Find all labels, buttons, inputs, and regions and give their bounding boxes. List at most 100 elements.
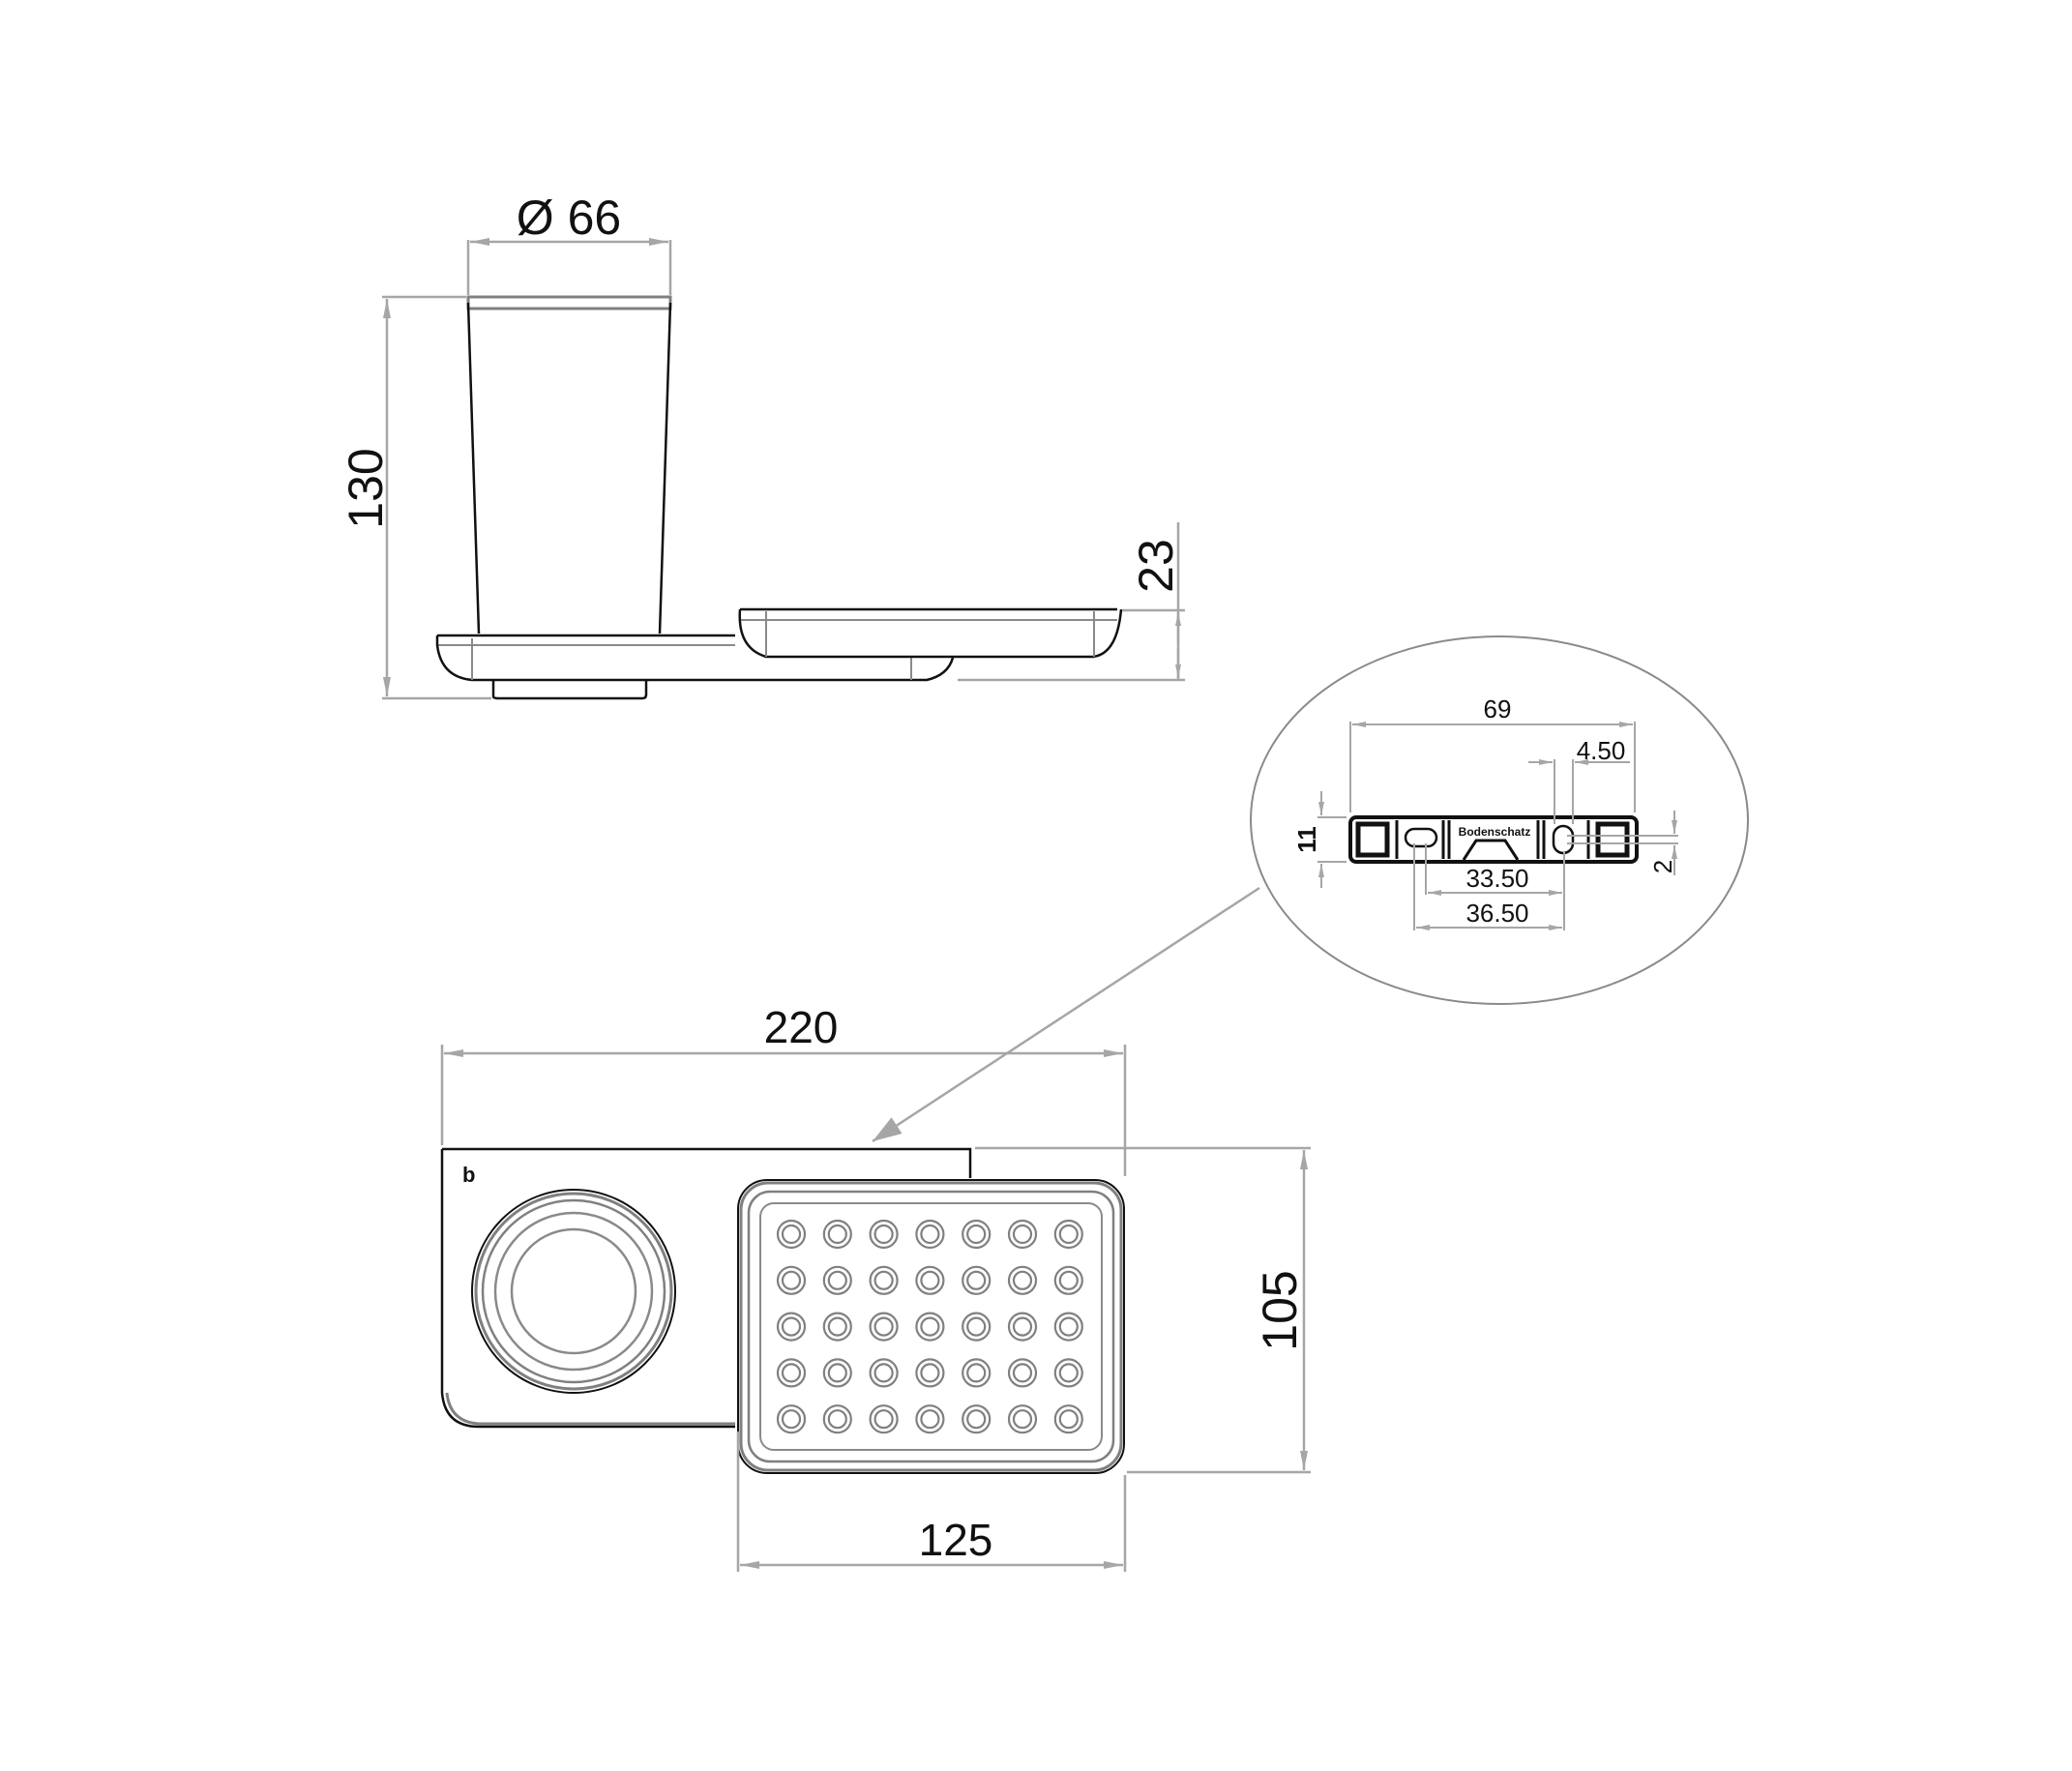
- dimension-hole-spacing: 33.50 36.50: [1413, 843, 1565, 930]
- drain-hole-icon: [1058, 1409, 1079, 1430]
- drain-hole-icon: [776, 1219, 807, 1250]
- drain-hole-icon: [1053, 1358, 1083, 1388]
- soap-dish-side-outline: [738, 607, 1123, 659]
- drain-hole-icon: [781, 1363, 802, 1383]
- top-view: b 220 105: [440, 1002, 1311, 1572]
- drain-hole-icon: [822, 1265, 852, 1295]
- drain-hole-icon: [966, 1363, 987, 1383]
- drain-hole-icon: [920, 1316, 940, 1337]
- drain-hole-icon: [966, 1224, 987, 1245]
- drain-hole-icon: [827, 1409, 847, 1430]
- dimension-dish-height: 23: [958, 522, 1185, 682]
- drain-hole-icon: [781, 1409, 802, 1430]
- drain-hole-icon: [827, 1316, 847, 1337]
- dimension-label-depth: 105: [1253, 1270, 1307, 1350]
- drain-hole-icon: [966, 1270, 987, 1290]
- mounting-bracket: Bodenschatz: [1348, 815, 1639, 864]
- drain-hole-icon: [1007, 1265, 1038, 1295]
- drain-hole-icon: [1053, 1265, 1083, 1295]
- drain-hole-icon: [1007, 1312, 1038, 1342]
- detail-callout-ellipse: [1250, 635, 1749, 1005]
- drain-hole-icon: [1012, 1409, 1033, 1430]
- drain-hole-icon: [776, 1358, 807, 1388]
- dimension-bracket-height: 11: [1292, 791, 1347, 888]
- drain-hole-icon: [873, 1363, 894, 1383]
- drain-hole-icon: [781, 1316, 802, 1337]
- drain-hole-icon: [1012, 1270, 1033, 1290]
- drain-hole-icon: [781, 1270, 802, 1290]
- drain-hole-icon: [822, 1358, 852, 1388]
- brand-logo-icon: b: [462, 1163, 475, 1187]
- drain-hole-icon: [962, 1312, 992, 1342]
- tumbler-outline: [466, 295, 672, 635]
- base-plate-outline: [435, 634, 955, 700]
- drain-hole-icon: [873, 1409, 894, 1430]
- dimension-label-slot: 2: [1648, 860, 1677, 873]
- drain-hole-icon: [873, 1270, 894, 1290]
- drain-hole-icon: [962, 1404, 992, 1434]
- drain-hole-icon: [776, 1265, 807, 1295]
- drain-hole-icon: [1007, 1358, 1038, 1388]
- oval-slot-horizontal: [1404, 827, 1438, 848]
- drain-hole-icon: [920, 1270, 940, 1290]
- dimension-height: 130: [339, 295, 491, 700]
- dimension-offset: 4.50: [1528, 736, 1630, 824]
- soap-dish: [737, 1179, 1125, 1474]
- drain-hole-icon: [873, 1224, 894, 1245]
- drain-hole-icon: [915, 1358, 945, 1388]
- drain-hole-icon: [920, 1409, 940, 1430]
- drain-hole-icon: [915, 1265, 945, 1295]
- drain-hole-icon: [920, 1224, 940, 1245]
- drain-hole-icon: [873, 1316, 894, 1337]
- dimension-overall-width: 220: [440, 1002, 1127, 1176]
- drain-hole-icon: [920, 1363, 940, 1383]
- drain-hole-icon: [827, 1270, 847, 1290]
- dimension-depth: 105: [975, 1146, 1311, 1474]
- drain-hole-icon: [776, 1312, 807, 1342]
- drain-hole-icon: [869, 1265, 899, 1295]
- drain-hole-icon: [776, 1404, 807, 1434]
- drain-hole-icon: [781, 1224, 802, 1245]
- drain-hole-grid: [776, 1219, 1083, 1434]
- dimension-label-hole-spacing-inner: 33.50: [1465, 864, 1528, 893]
- drain-hole-icon: [822, 1404, 852, 1434]
- drain-hole-icon: [869, 1219, 899, 1250]
- mounting-bracket-detail: Bodenschatz 69 4.50 11 2: [872, 635, 1749, 1143]
- drain-hole-icon: [1058, 1224, 1079, 1245]
- drain-hole-icon: [822, 1312, 852, 1342]
- drain-hole-icon: [827, 1363, 847, 1383]
- dimension-label-offset: 4.50: [1577, 736, 1626, 765]
- drain-hole-icon: [1058, 1270, 1079, 1290]
- drain-hole-icon: [1007, 1219, 1038, 1250]
- drain-hole-icon: [1058, 1316, 1079, 1337]
- drain-hole-icon: [827, 1224, 847, 1245]
- drain-hole-icon: [1053, 1404, 1083, 1434]
- dimension-label-hole-spacing-outer: 36.50: [1465, 899, 1528, 928]
- drain-hole-icon: [1012, 1363, 1033, 1383]
- drain-hole-icon: [1058, 1363, 1079, 1383]
- dimension-label-diameter: Ø 66: [517, 191, 621, 245]
- detail-leader-arrow: [872, 886, 1260, 1143]
- cup-ring: [471, 1189, 676, 1394]
- bracket-brand-text: Bodenschatz: [1459, 825, 1531, 839]
- side-view: Ø 66 130 23: [339, 191, 1185, 700]
- drain-hole-icon: [1007, 1404, 1038, 1434]
- drain-hole-icon: [1012, 1224, 1033, 1245]
- drain-hole-icon: [869, 1404, 899, 1434]
- dimension-label-dish-height: 23: [1129, 539, 1183, 593]
- dimension-label-height: 130: [339, 448, 393, 528]
- drain-hole-icon: [822, 1219, 852, 1250]
- dimension-label-dish-width: 125: [919, 1515, 993, 1565]
- back-plate-top-edge: [442, 1147, 972, 1178]
- dimension-label-bracket-height: 11: [1292, 826, 1321, 853]
- drain-hole-icon: [962, 1219, 992, 1250]
- dimension-slot: 2: [1567, 811, 1678, 875]
- dimension-label-bracket-width: 69: [1484, 694, 1512, 723]
- drain-hole-icon: [962, 1358, 992, 1388]
- drain-hole-icon: [966, 1409, 987, 1430]
- drain-hole-icon: [1053, 1312, 1083, 1342]
- drain-hole-icon: [869, 1312, 899, 1342]
- dimension-bracket-width: 69: [1349, 694, 1636, 812]
- dimension-label-overall-width: 220: [764, 1002, 839, 1052]
